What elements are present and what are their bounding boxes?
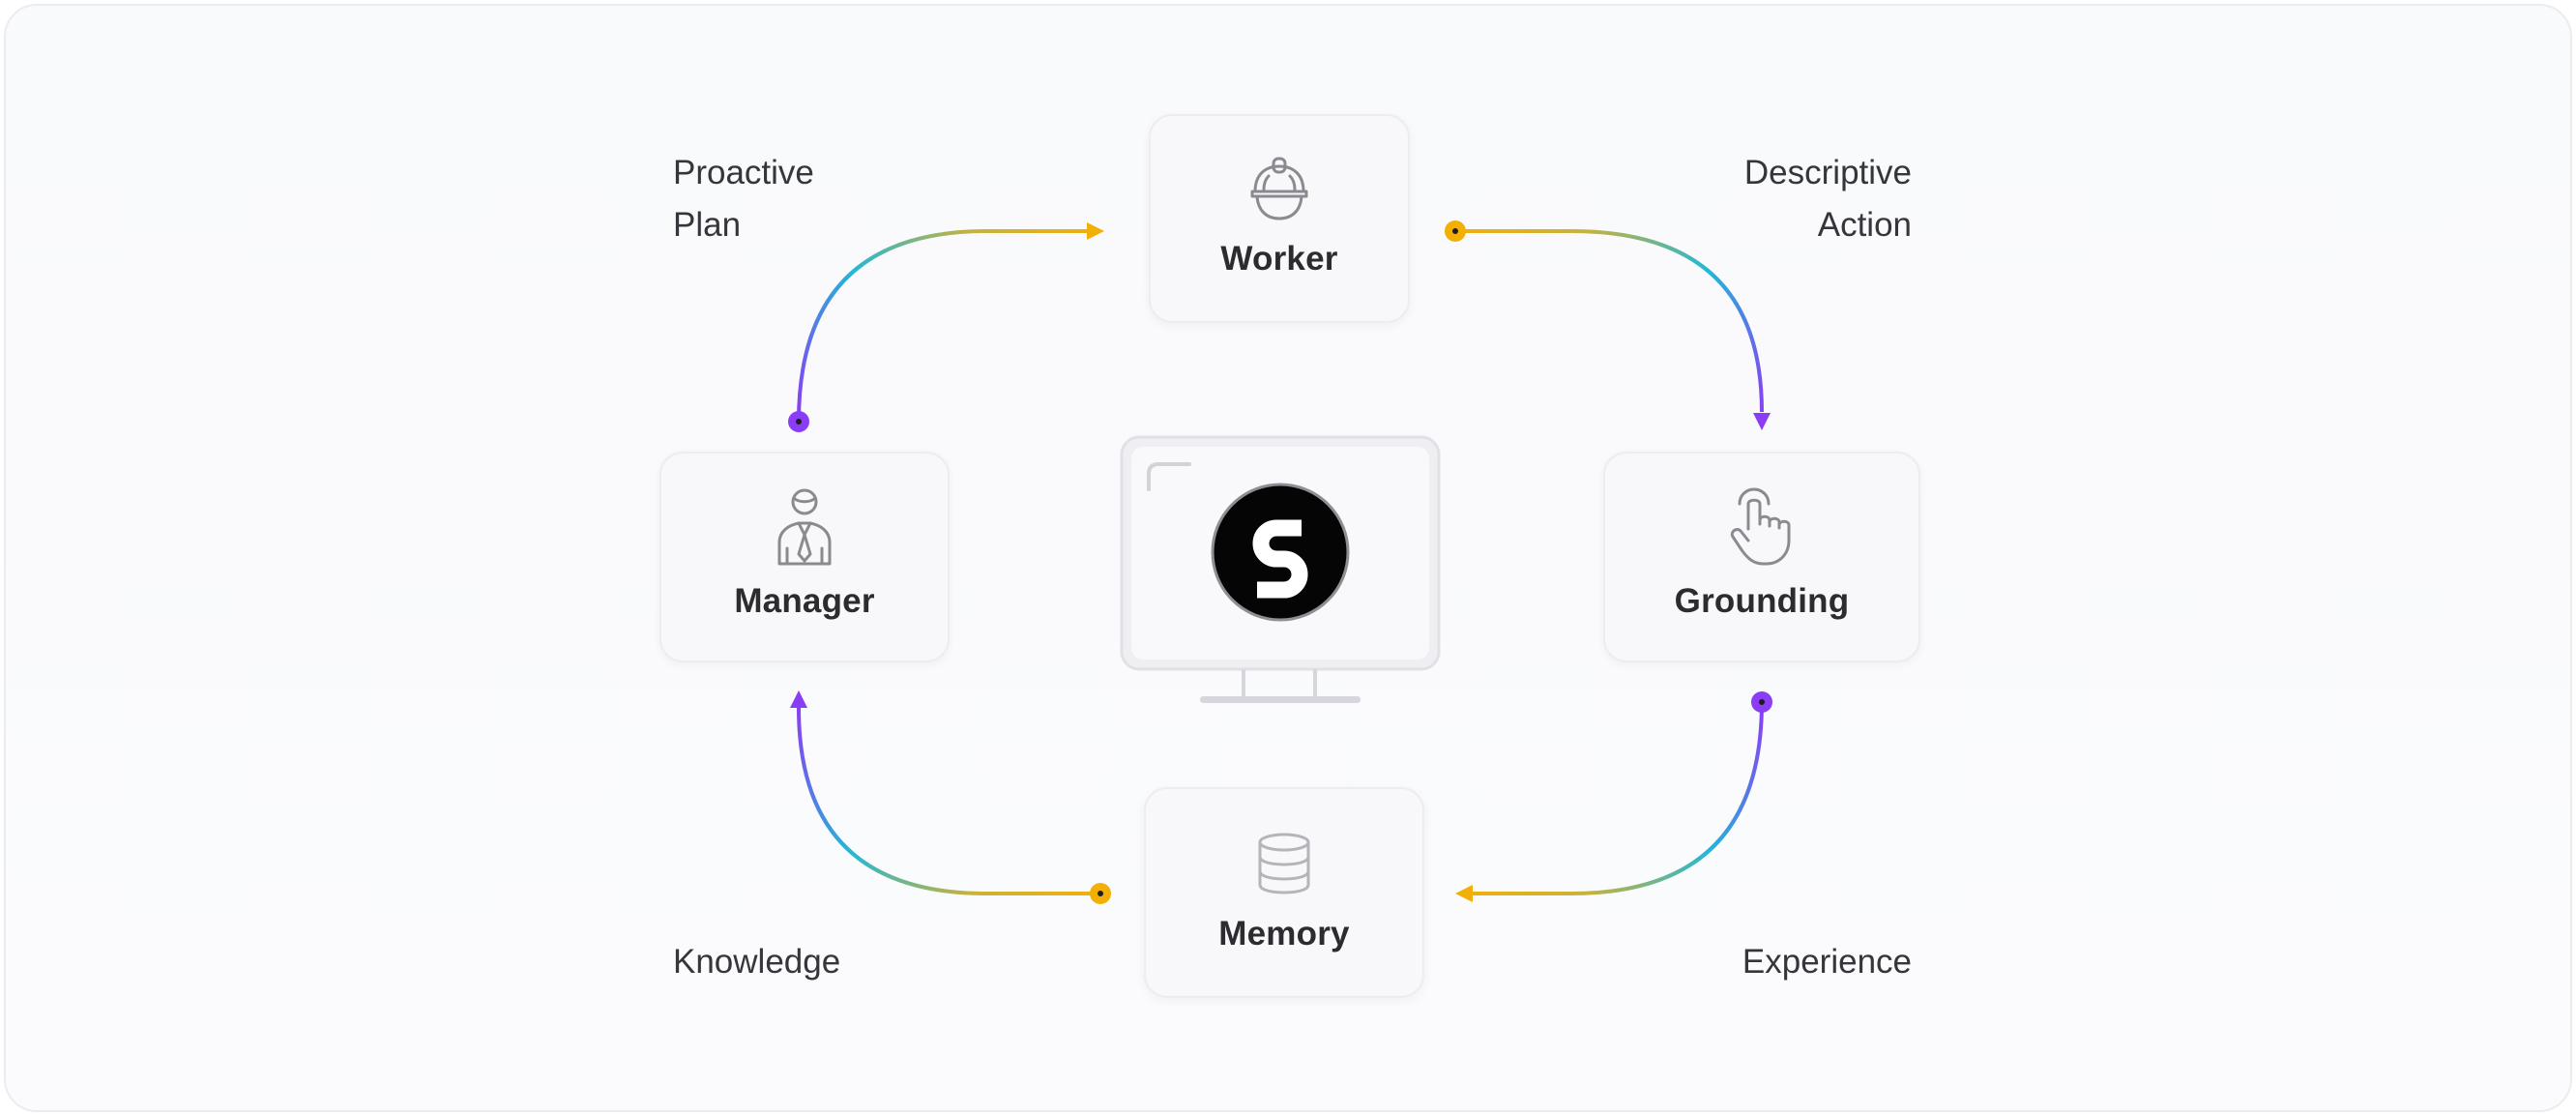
- grounding-title: Grounding: [1674, 582, 1850, 620]
- label-descriptive-action: Descriptive Action: [1743, 154, 1912, 244]
- database-icon: [1258, 833, 1310, 894]
- arrow-grounding-to-memory: [1455, 691, 1772, 902]
- worker-node: Worker: [1149, 114, 1410, 323]
- manager-title: Manager: [734, 582, 875, 620]
- label-proactive-plan: Proactive Plan: [673, 154, 814, 244]
- grounding-node: Grounding: [1603, 452, 1920, 662]
- label-knowledge: Knowledge: [673, 943, 841, 981]
- memory-title: Memory: [1218, 915, 1350, 953]
- computer-monitor-icon: [1120, 435, 1441, 703]
- pointing-hand-icon: [1730, 487, 1791, 566]
- memory-node: Memory: [1144, 787, 1424, 998]
- manager-node: Manager: [659, 452, 950, 662]
- label-experience: Experience: [1742, 943, 1912, 981]
- worker-title: Worker: [1220, 240, 1338, 278]
- s-logo-icon: [1211, 483, 1350, 622]
- arrow-manager-to-worker: [788, 222, 1104, 432]
- manager-icon: [777, 488, 832, 566]
- arrow-memory-to-manager: [790, 690, 1111, 904]
- arrow-worker-to-grounding: [1445, 220, 1771, 430]
- hard-hat-icon: [1250, 157, 1308, 220]
